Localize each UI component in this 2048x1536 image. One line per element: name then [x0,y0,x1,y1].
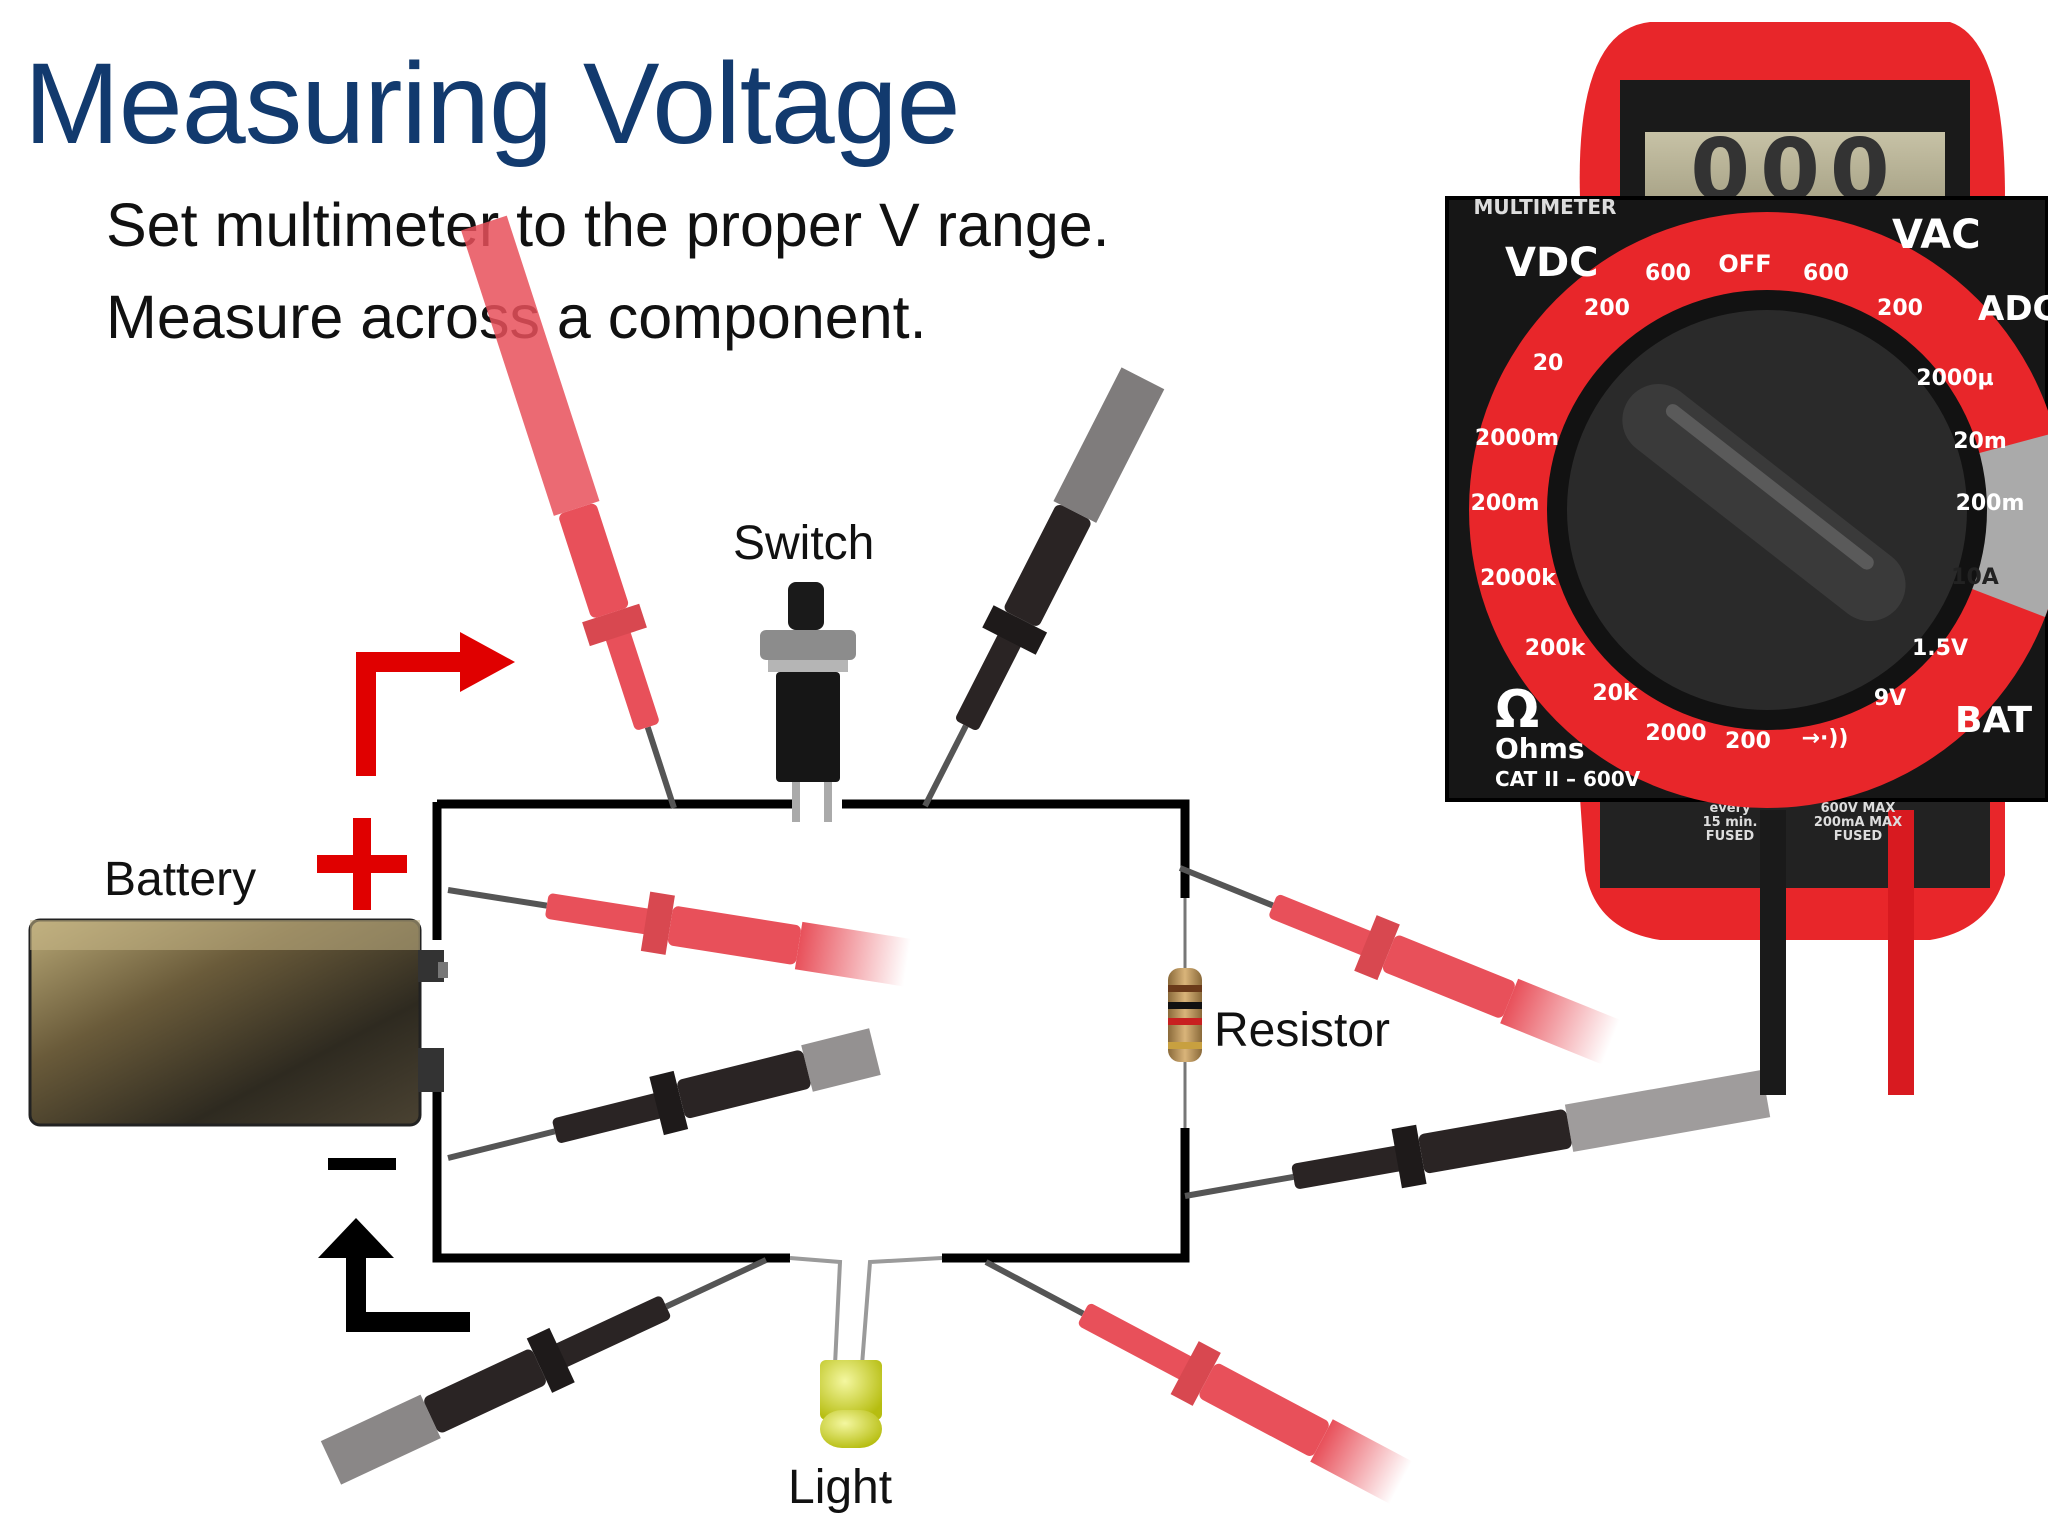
meter-lead-black [1760,810,1786,1095]
dial-vdc-200: 200 [1584,296,1630,321]
svg-text:200mA MAX: 200mA MAX [1814,815,1902,830]
probe-black-bottom-left [320,1257,768,1485]
dial-bat-1.5v: 1.5V [1912,636,1968,661]
label-bat: BAT [1955,700,2033,741]
label-vdc: VDC [1505,240,1599,286]
dial-vdc-2000m: 2000m [1475,426,1559,451]
resistor [1168,898,1202,1128]
dial-ohm-2000: 2000 [1645,721,1706,746]
dial-pointer [1622,384,1906,622]
label-light: Light [788,1461,893,1514]
svg-text:FUSED: FUSED [1706,829,1755,844]
dial-adc-20m: 20m [1953,429,2007,454]
dial-vdc-20: 20 [1533,351,1564,376]
dial-vdc-600: 600 [1645,261,1691,286]
plus-sign [317,818,407,910]
label-battery: Battery [104,853,257,906]
multimeter: 000 every 15 min. FUSED 600V MAX 200mA M… [1445,22,2048,1095]
svg-text:MULTIMETER: MULTIMETER [1474,195,1617,219]
probe-black-right-bottom [1184,1069,1771,1199]
label-rating: CAT II – 600V [1495,767,1641,791]
dial-vac-200: 200 [1877,296,1923,321]
instruction-set-range: Set multimeter to the proper V range. [106,191,1110,259]
dial-ohm-20k: 20k [1592,681,1639,706]
label-ohms: Ohms [1495,732,1585,765]
probe-red-bottom-right [984,1259,1413,1504]
label-adc: ADC [1978,289,2048,329]
label-resistor: Resistor [1214,1004,1391,1057]
probe-black-top-right [922,367,1165,808]
probe-red-right-top [1178,865,1621,1065]
dial-adc-2000u: 2000µ [1916,366,1993,391]
svg-text:15 min.: 15 min. [1703,815,1758,830]
probe-red-top-left [461,215,677,809]
led-light [789,1256,943,1448]
dial-ohm-200: 200 [1725,729,1771,754]
probe-black-left [447,1028,881,1161]
dial-off: OFF [1718,250,1771,278]
svg-text:FUSED: FUSED [1834,829,1883,844]
label-vac: VAC [1892,212,1981,258]
svg-text:600V MAX: 600V MAX [1821,801,1896,816]
dial-ohm-200k: 200k [1525,636,1587,661]
meter-lead-red [1888,810,1914,1095]
push-switch [760,582,856,822]
minus-sign [328,1158,396,1170]
dial-vdc-200m: 200m [1471,491,1540,516]
dial-ohm-2000k: 2000k [1480,566,1557,591]
circuit-wires [432,799,1190,1263]
dial-bat-9v: 9V [1874,686,1906,711]
ohms-icon: Ω [1495,680,1539,740]
dial-diode-continuity-icon: →·)) [1802,726,1849,751]
dial-adc-10a: 10A [1951,565,1999,590]
dial-vac-600: 600 [1803,261,1849,286]
probe-red-left [447,887,912,987]
label-switch: Switch [733,517,875,570]
black-arrow-icon [318,1218,470,1332]
page-title: Measuring Voltage [24,40,961,168]
dial-adc-200m: 200m [1956,491,2025,516]
red-arrow-icon [356,632,515,776]
battery [28,918,448,1127]
